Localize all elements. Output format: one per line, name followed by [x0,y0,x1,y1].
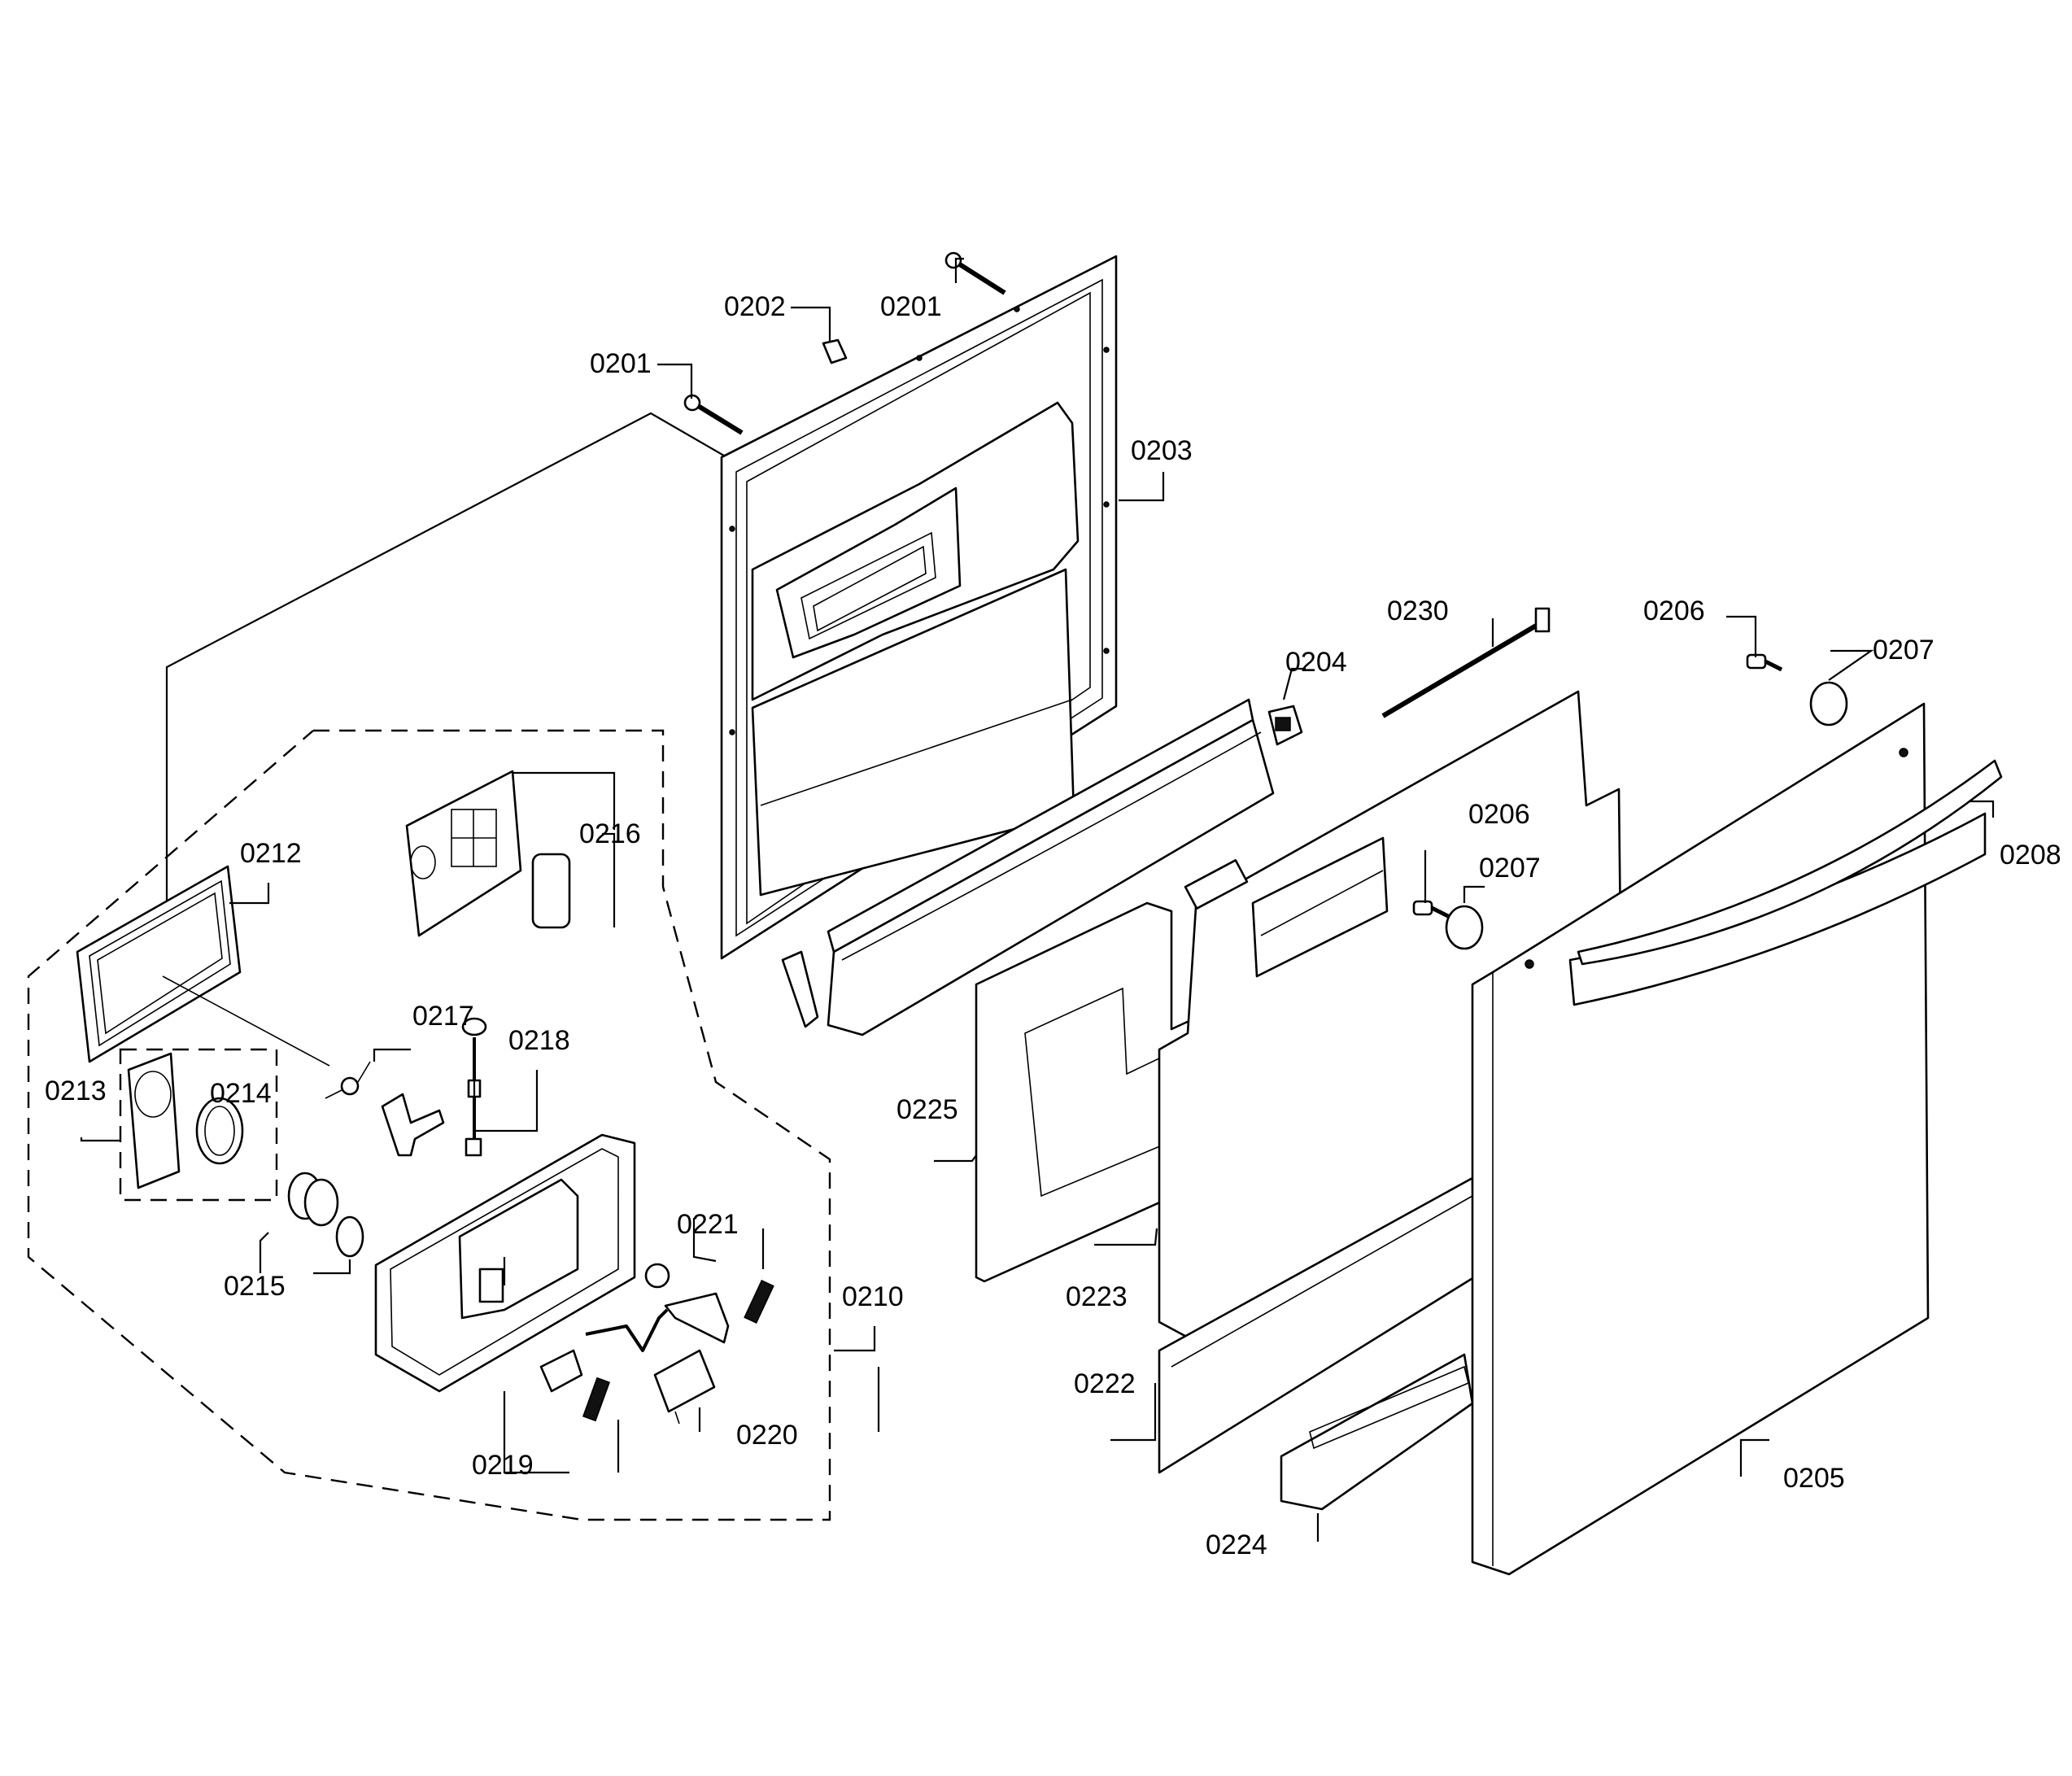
handle-screw-mid [1412,900,1450,919]
bottom-trim-channel [1280,1353,1474,1511]
hinge-bracket [1267,705,1303,746]
label-0221: 0221 [677,1209,739,1240]
compression-spring-left [582,1377,611,1422]
label-0204: 0204 [1285,647,1347,678]
small-clip [822,338,848,364]
compression-spring-right [744,1279,774,1324]
label-0207-mid: 0207 [1479,853,1541,884]
label-0220: 0220 [736,1420,798,1451]
label-0206-mid: 0206 [1468,799,1530,830]
latch-slide [539,1349,583,1393]
lid-seal [531,853,571,929]
label-0214: 0214 [210,1078,272,1109]
label-0223: 0223 [1066,1281,1128,1312]
label-0213: 0213 [45,1076,107,1106]
inner-door-liner [720,255,1118,960]
label-0230: 0230 [1387,596,1449,626]
rinse-aid-seal [195,1097,244,1165]
label-0205: 0205 [1783,1463,1845,1494]
label-0225: 0225 [896,1094,958,1125]
dispenser-assembly-outline [27,729,831,1521]
label-0217: 0217 [412,1001,474,1032]
label-0203: 0203 [1131,435,1193,466]
door-screw-top [944,251,1006,295]
cable-tie [1381,607,1551,718]
latch-wire [585,1308,669,1352]
door-handle [1577,759,2003,966]
label-0222: 0222 [1074,1368,1136,1399]
handle-cap-mid [1445,905,1484,950]
label-0215: 0215 [224,1271,286,1302]
leader-lines [80,257,1995,1542]
rinse-aid-group-outline [119,1048,278,1202]
filler-neck [287,1172,339,1227]
door-screw-left [683,394,744,435]
label-0206-top: 0206 [1643,596,1705,626]
label-0218: 0218 [508,1025,570,1056]
actuator-shaft [664,1292,730,1344]
label-0210: 0210 [842,1281,904,1312]
handle-screw-top [1746,653,1783,672]
handle-cap-top [1809,681,1848,727]
o-ring [335,1215,364,1258]
door-bottom-trim [781,698,1275,1036]
dispenser-actuator [653,1349,716,1425]
detergent-lid [405,770,522,937]
check-ball [644,1263,670,1289]
label-0201-left: 0201 [590,348,652,379]
torsion-spring [325,1061,371,1099]
label-0224: 0224 [1206,1529,1267,1560]
dispenser-gasket [76,865,242,1063]
label-0219: 0219 [472,1450,534,1481]
label-0208: 0208 [2000,840,2061,871]
label-0207-top: 0207 [1873,635,1935,665]
label-0202: 0202 [724,291,786,322]
rinse-aid-cap [127,1052,181,1189]
label-0212: 0212 [240,838,302,869]
label-0201-top: 0201 [880,291,942,322]
release-lever [381,1093,445,1157]
label-0216: 0216 [579,818,641,849]
